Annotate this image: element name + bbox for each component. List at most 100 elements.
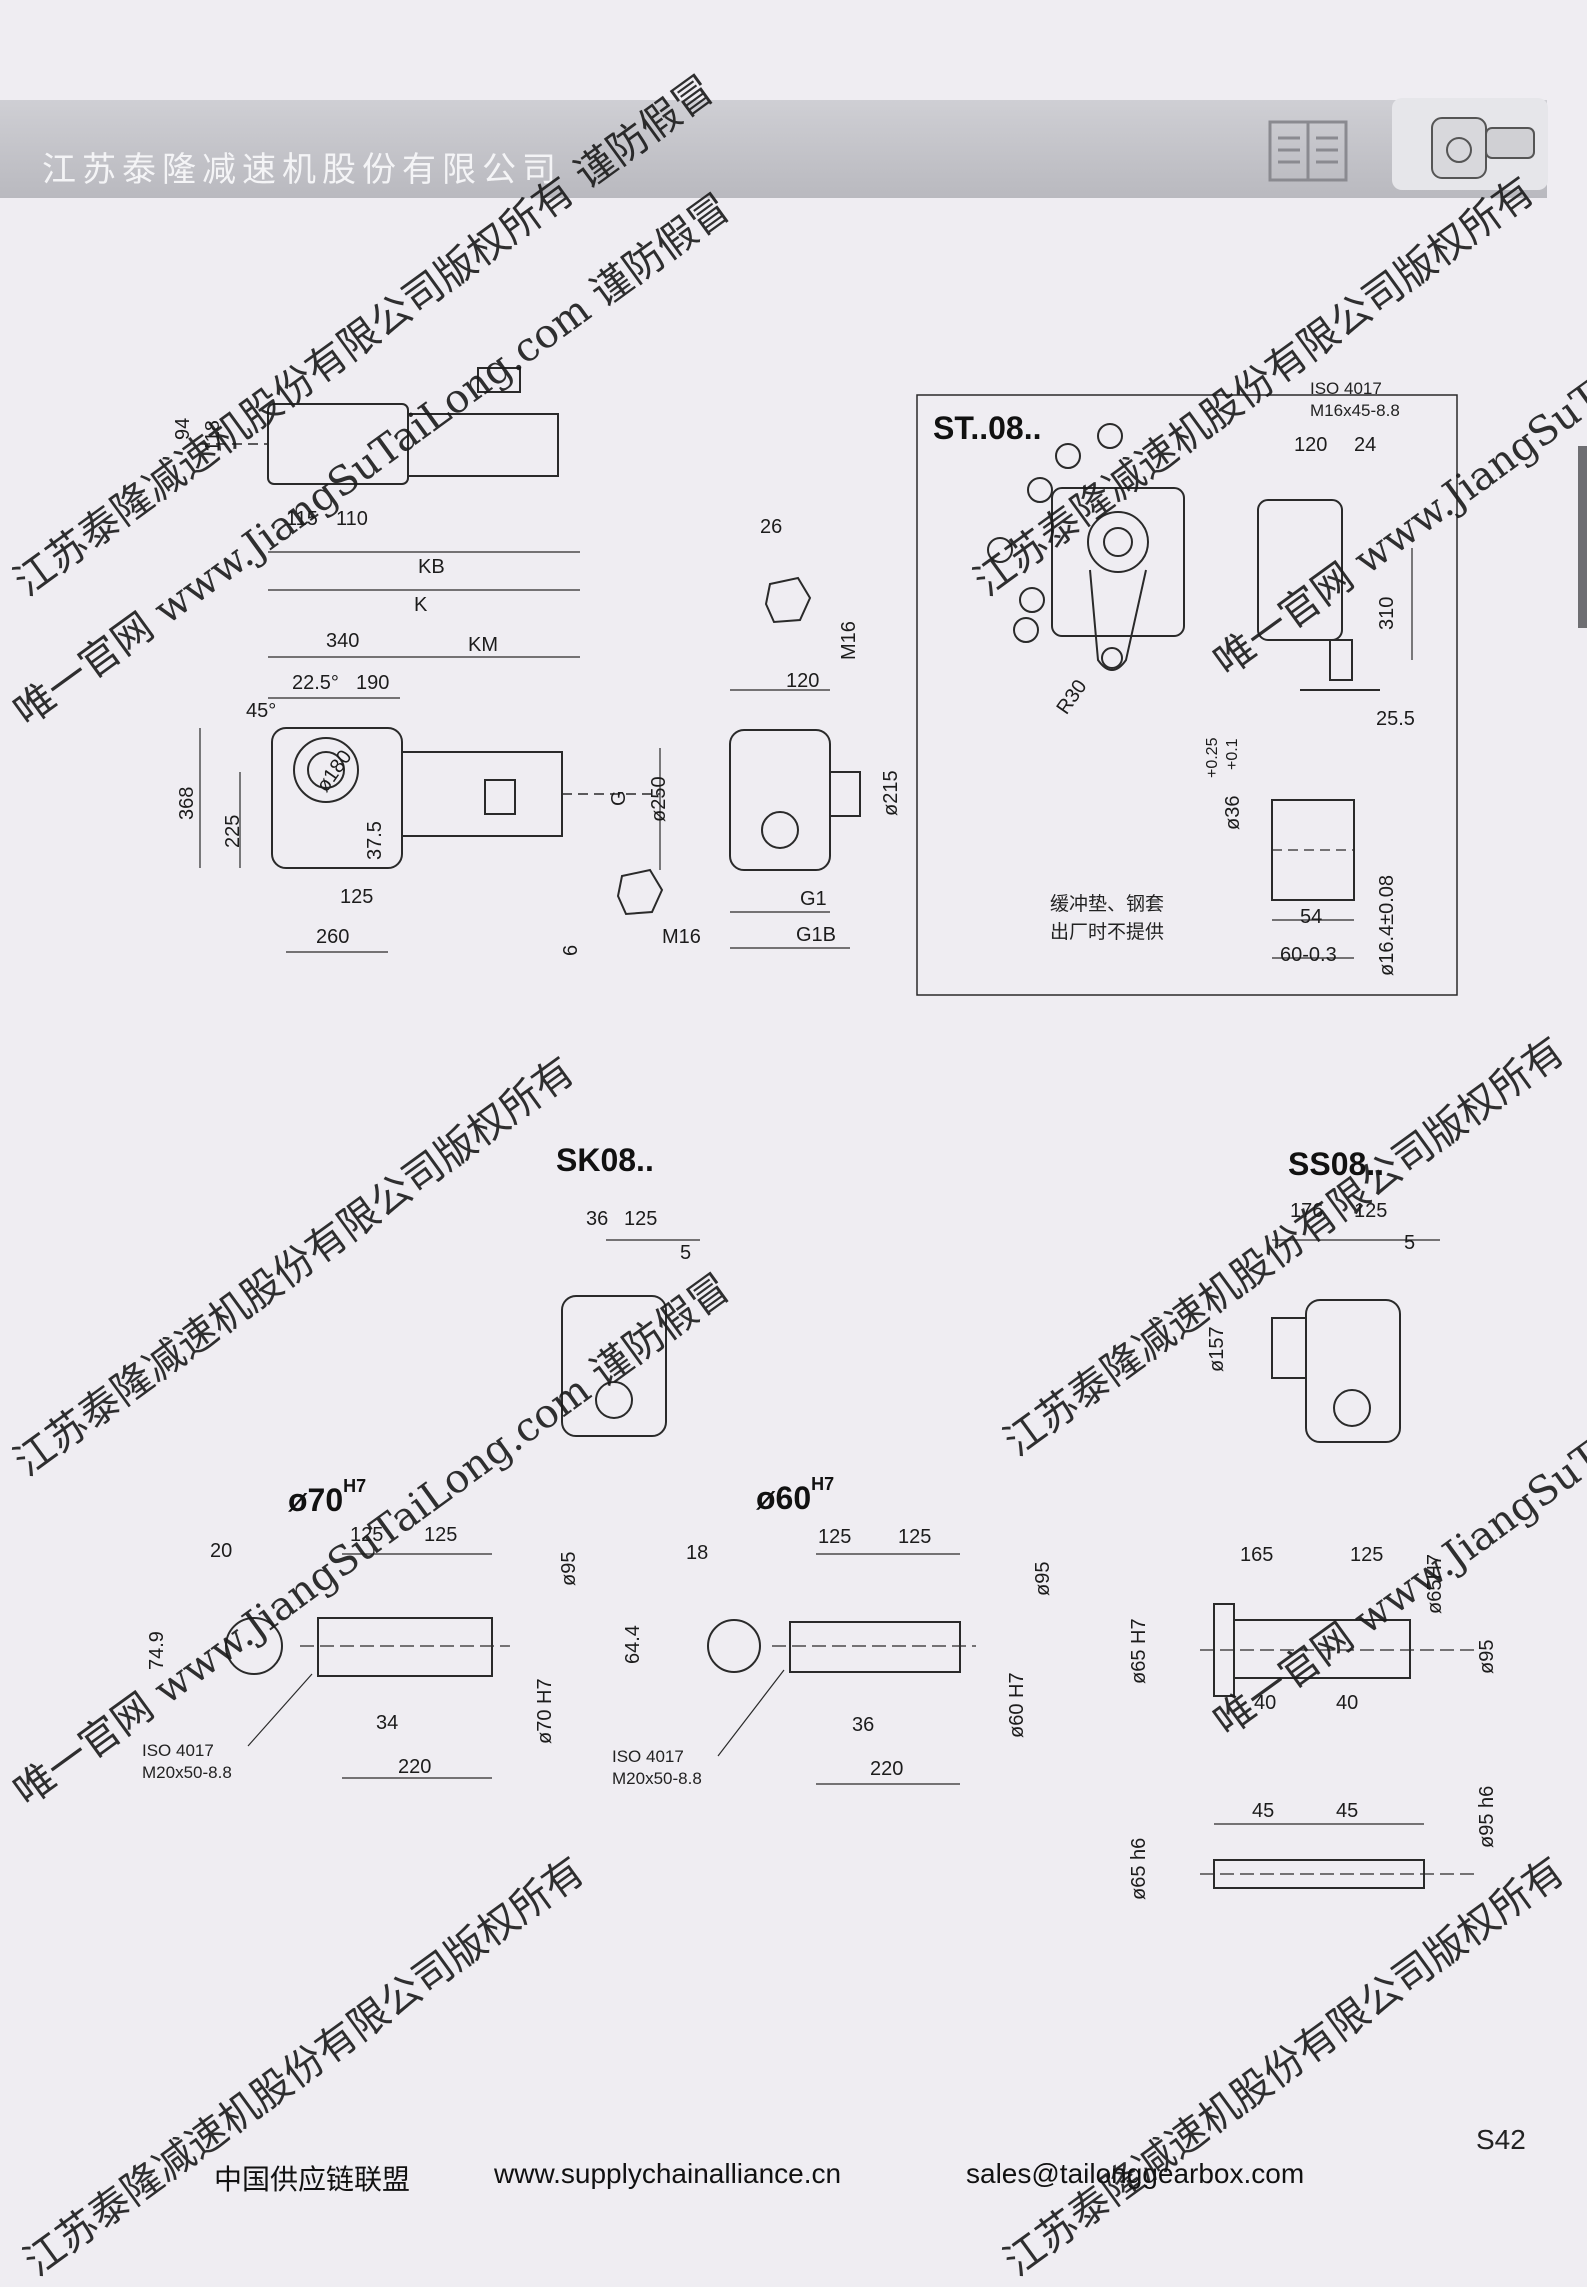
dim-label: G1 — [800, 888, 827, 910]
shaft65-hollow — [1233, 1619, 1411, 1679]
dim-label: 34 — [376, 1712, 399, 1734]
iso-callout-st: ISO 4017 M16x45-8.8 — [1310, 378, 1400, 422]
footer-alliance: 中国供应链联盟 — [214, 2164, 411, 2195]
dim-label: 110 — [336, 508, 368, 530]
dim-label: 40 — [1254, 1692, 1277, 1714]
dim-label: 37.5 — [364, 821, 386, 860]
dim-label: ø65 H7 — [1128, 1618, 1150, 1684]
dim-label: 125 — [1350, 1544, 1384, 1566]
st-detail-frame — [916, 394, 1458, 996]
footer-website-link[interactable]: www.supplychainalliance.cn — [494, 2158, 842, 2189]
dim-label: 5 — [1404, 1232, 1416, 1254]
dim-label: 190 — [356, 672, 390, 694]
dim-label: 220 — [870, 1758, 904, 1780]
front-view-motor — [401, 751, 563, 837]
dim-label: 225 — [222, 814, 244, 848]
sk08-gearbox — [561, 1295, 667, 1437]
dim-label: ø95 — [558, 1551, 580, 1586]
st-note-line: 出厂时不提供 — [1050, 921, 1165, 943]
iso-callout-60: ISO 4017 M20x50-8.8 — [612, 1746, 702, 1790]
dim-label: ø16.4±0.08 — [1376, 874, 1398, 976]
dim-label: 165 — [1240, 1544, 1274, 1566]
dim-label: 25.5 — [1376, 708, 1415, 730]
dim-label: ø70 H7 — [534, 1678, 556, 1744]
shaft-title-70-tol: H7 — [343, 1476, 367, 1496]
dim-label: G1B — [796, 924, 837, 946]
shaft-title-70: ø70H7 — [288, 1476, 366, 1519]
dim-label: 22.5° — [292, 672, 339, 694]
dim-label: ø250 — [648, 776, 670, 822]
iso-callout-line: ISO 4017 — [612, 1747, 684, 1766]
dim-label: +0.1 — [1224, 738, 1241, 770]
dim-label: ø95 — [1476, 1639, 1498, 1674]
dim-label: 45 — [1252, 1800, 1275, 1822]
dim-label: 115 — [286, 508, 318, 530]
dim-label: KB — [418, 556, 445, 578]
key-bottom — [616, 868, 664, 916]
dim-label: 24 — [1354, 434, 1377, 456]
dim-label: 60-0.3 — [1280, 944, 1337, 966]
dim-label: 6 — [560, 944, 582, 956]
dim-label: M16 — [662, 926, 701, 948]
dim-label: 64.4 — [622, 1625, 644, 1664]
dim-label: 36 — [586, 1208, 609, 1230]
dim-label: ø215 — [880, 770, 902, 816]
st-gearbox-body — [1051, 487, 1185, 637]
dim-label: 26 — [760, 516, 783, 538]
section-title-sk: SK08.. — [556, 1142, 654, 1178]
dim-label: 340 — [326, 630, 360, 652]
st-note: 缓冲垫、钢套 出厂时不提供 — [1050, 890, 1164, 946]
dim-label: 125 — [1354, 1200, 1388, 1222]
dim-label: 5 — [680, 1242, 692, 1264]
iso-callout-70: ISO 4017 M20x50-8.8 — [142, 1740, 232, 1784]
dim-label: 45° — [246, 700, 277, 722]
dim-label: +0.25 — [1204, 737, 1221, 778]
iso-callout-line: M20x50-8.8 — [142, 1763, 232, 1782]
key-top — [764, 576, 812, 624]
iso-callout-line: M20x50-8.8 — [612, 1769, 702, 1788]
dim-label: 45 — [1336, 1800, 1359, 1822]
dim-label: 125 — [898, 1526, 932, 1548]
dim-label: G — [608, 790, 630, 806]
catalog-icon — [1268, 120, 1348, 182]
section-tab-marker — [1578, 446, 1587, 628]
shaft-title-60: ø60H7 — [756, 1474, 834, 1517]
iso-callout-line: M16x45-8.8 — [1310, 401, 1400, 420]
dim-label: ø60 H7 — [1006, 1672, 1028, 1738]
dim-label: 310 — [1376, 596, 1398, 630]
dim-label: 120 — [786, 670, 820, 692]
iso-callout-line: ISO 4017 — [1310, 379, 1382, 398]
gearbox-thumbnail — [1392, 98, 1548, 190]
dim-label: 54 — [1300, 906, 1323, 928]
dim-label: K — [414, 594, 428, 616]
shaft60-section — [707, 1619, 761, 1673]
shaft-title-60-tol: H7 — [811, 1474, 835, 1494]
shaft70-section — [225, 1617, 283, 1675]
shaft60-side — [789, 1621, 961, 1673]
dim-label: ø36 — [1222, 795, 1244, 830]
dim-label: 120 — [1294, 434, 1328, 456]
dim-label: ø95 — [1032, 1561, 1054, 1596]
output-bore-circle — [293, 737, 359, 803]
dim-label: ø95 h6 — [1476, 1785, 1498, 1848]
section-title-st: ST..08.. — [933, 410, 1042, 446]
ss08-gearbox — [1305, 1299, 1401, 1443]
dim-label: 36 — [852, 1714, 875, 1736]
shaft-title-70-main: ø70 — [288, 1482, 344, 1518]
footer-email-link[interactable]: sales@tailonggearbox.com — [966, 2158, 1305, 2189]
dim-label: 125 — [350, 1524, 384, 1546]
st-note-line: 缓冲垫、钢套 — [1050, 893, 1165, 915]
section-title-ss: SS08.. — [1288, 1146, 1385, 1182]
page-number: S42 — [1476, 2124, 1526, 2155]
iso-callout-line: ISO 4017 — [142, 1741, 214, 1760]
dim-label: ø157 — [1206, 1326, 1228, 1372]
dim-label: M16 — [838, 621, 860, 660]
dim-label: 40 — [1336, 1692, 1359, 1714]
dim-label: KM — [468, 634, 498, 656]
dim-label: 125 — [424, 1524, 458, 1546]
dim-label: 368 — [176, 786, 198, 820]
top-view-motor — [407, 413, 559, 477]
dim-label: ø65 h6 — [1128, 1837, 1150, 1900]
dim-label: 125 — [340, 886, 374, 908]
